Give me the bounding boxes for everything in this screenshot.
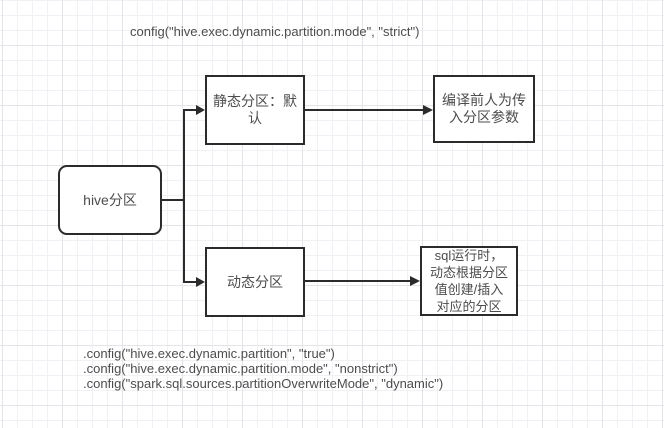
connector-root-to-dynamic[interactable] [183,200,197,283]
arrowhead-dynamic-desc-icon [410,276,420,286]
bottom-config-note[interactable]: .config("hive.exec.dynamic.partition", "… [83,346,444,391]
node-dynamic-partition-desc[interactable]: sql运行时， 动态根据分区 值创建/插入 对应的分区 [420,246,518,316]
connector-root-to-static[interactable] [183,109,197,200]
node-dynamic-partition-desc-label: sql运行时， 动态根据分区 值创建/插入 对应的分区 [429,248,508,314]
node-hive-partition[interactable]: hive分区 [58,165,162,235]
node-dynamic-partition-label: 动态分区 [227,273,283,290]
node-hive-partition-label: hive分区 [83,191,137,208]
arrowhead-static-desc-icon [423,105,433,115]
arrowhead-to-static-icon [196,105,205,115]
node-static-partition-desc-label: 编译前人为传 入分区参数 [442,92,526,125]
node-static-partition[interactable]: 静态分区：默 认 [205,75,305,145]
top-config-note[interactable]: config("hive.exec.dynamic.partition.mode… [130,24,420,39]
arrowhead-to-dynamic-icon [196,277,205,287]
node-dynamic-partition[interactable]: 动态分区 [205,247,305,317]
node-static-partition-label: 静态分区：默 认 [213,93,297,126]
node-static-partition-desc[interactable]: 编译前人为传 入分区参数 [433,75,535,143]
